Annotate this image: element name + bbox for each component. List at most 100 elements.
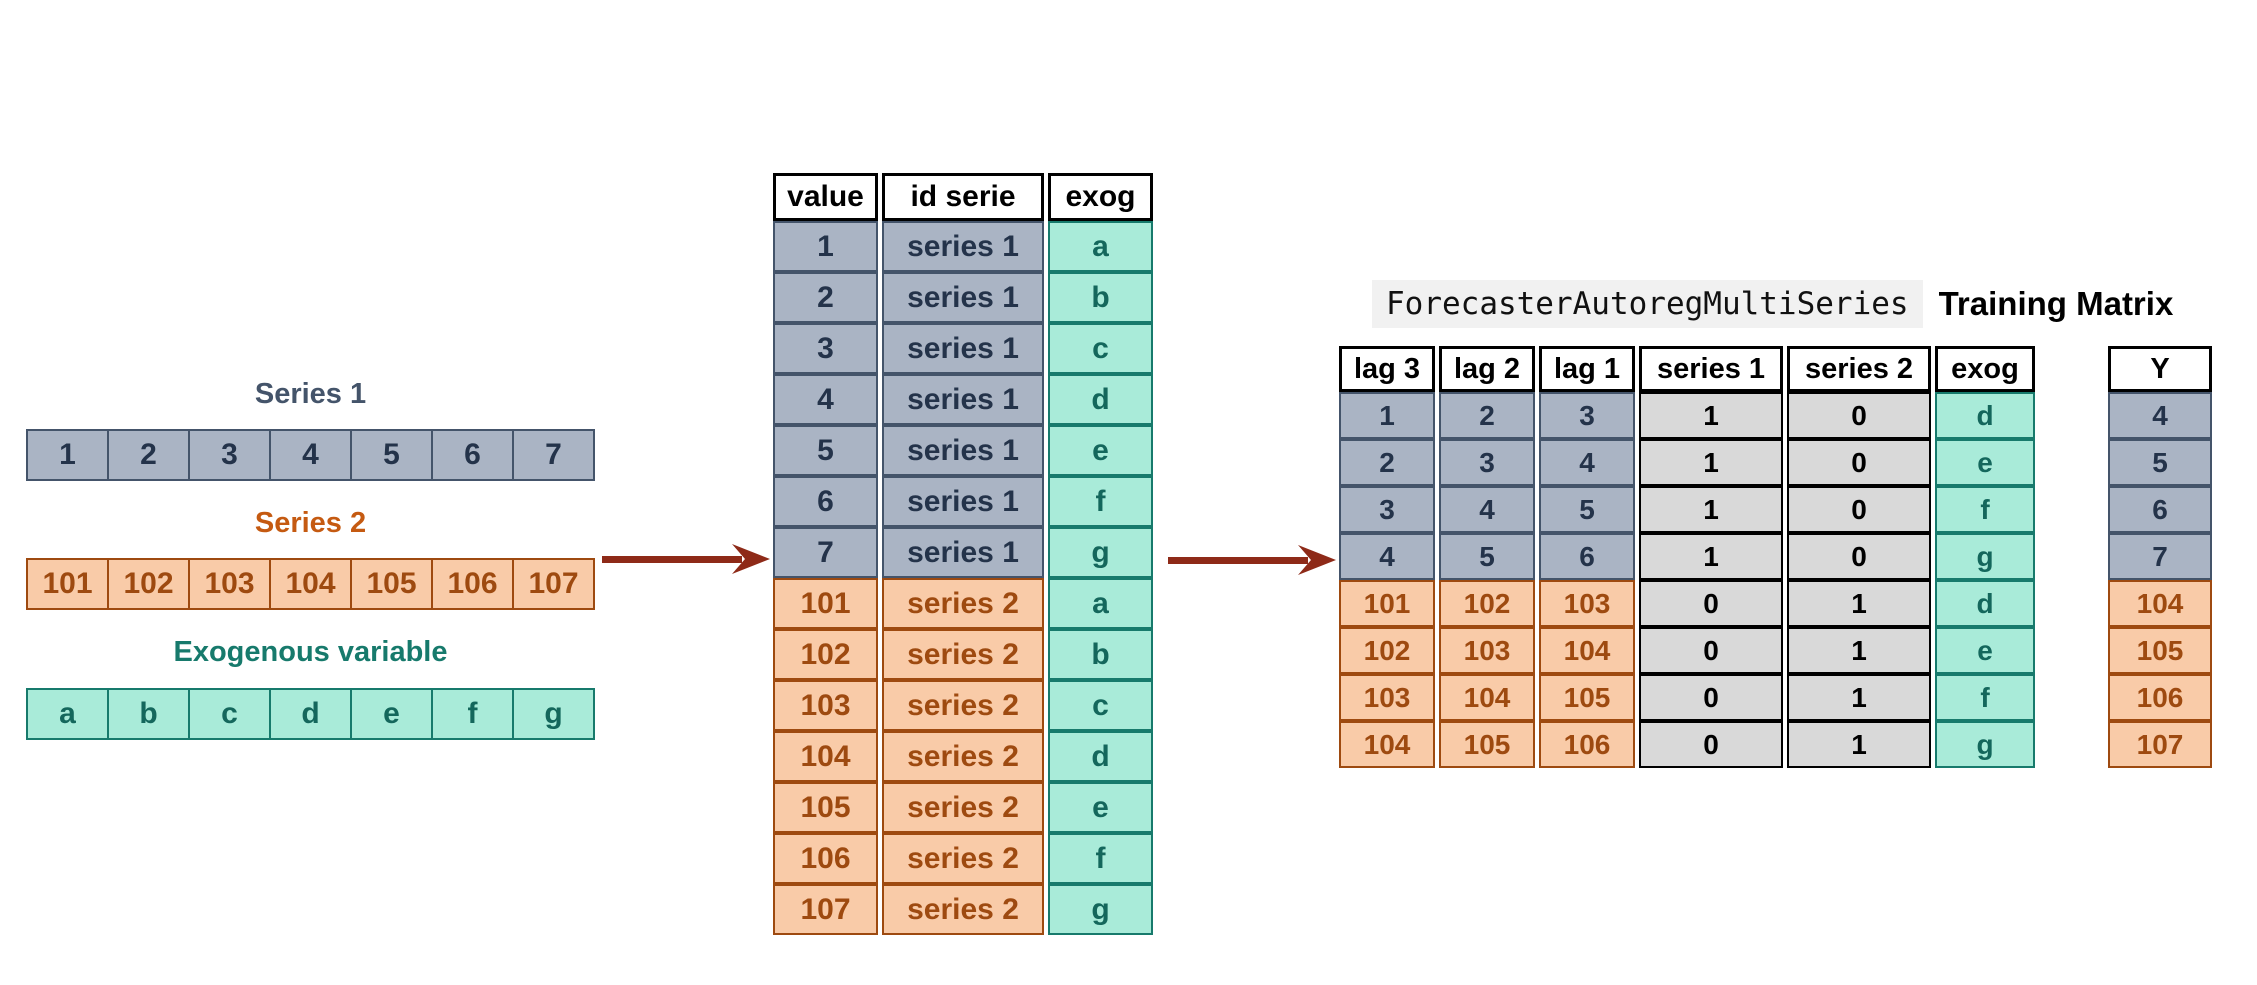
table-cell: series 2	[882, 680, 1044, 731]
table-cell: a	[1048, 221, 1153, 272]
column-header: lag 2	[1439, 346, 1535, 392]
column-header: exog	[1935, 346, 2035, 392]
table-cell: series 2	[882, 833, 1044, 884]
table-cell: 105	[1439, 721, 1535, 768]
table-cell: b	[1048, 629, 1153, 680]
forecaster-class-name: ForecasterAutoregMultiSeries	[1372, 280, 1923, 328]
table-cell: 107	[2108, 721, 2212, 768]
table-cell: 106	[1539, 721, 1635, 768]
table-cell: d	[1048, 731, 1153, 782]
strip-cell: c	[188, 688, 271, 740]
table-cell: 3	[773, 323, 878, 374]
table-cell: 1	[1639, 439, 1783, 486]
table-cell: 0	[1639, 721, 1783, 768]
table-cell: series 1	[882, 476, 1044, 527]
table-cell: 2	[1339, 439, 1435, 486]
table-cell: 104	[1439, 674, 1535, 721]
table-cell: 0	[1639, 580, 1783, 627]
column-header: series 2	[1787, 346, 1931, 392]
column-header: series 1	[1639, 346, 1783, 392]
table-cell: 4	[1339, 533, 1435, 580]
table-cell: 2	[773, 272, 878, 323]
table-cell: 4	[2108, 392, 2212, 439]
table-cell: 4	[773, 374, 878, 425]
table-cell: 1	[1787, 721, 1931, 768]
exogenous-label: Exogenous variable	[173, 636, 448, 668]
table-cell: 0	[1639, 627, 1783, 674]
table-cell: 1	[773, 221, 878, 272]
strip-cell: 4	[269, 429, 352, 481]
table-cell: 104	[773, 731, 878, 782]
strip-cell: a	[26, 688, 109, 740]
flow-arrow-icon	[602, 544, 770, 574]
table-cell: series 1	[882, 323, 1044, 374]
table-cell: 104	[2108, 580, 2212, 627]
strip-cell: 101	[26, 558, 109, 610]
table-cell: 103	[1339, 674, 1435, 721]
table-cell: f	[1935, 674, 2035, 721]
table-cell: series 2	[882, 629, 1044, 680]
table-cell: 0	[1787, 439, 1931, 486]
table-cell: 0	[1639, 674, 1783, 721]
table-cell: 1	[1639, 533, 1783, 580]
table-cell: 0	[1787, 392, 1931, 439]
table-cell: 102	[773, 629, 878, 680]
table-cell: 1	[1787, 674, 1931, 721]
table-cell: series 2	[882, 578, 1044, 629]
table-cell: e	[1048, 782, 1153, 833]
table-cell: b	[1048, 272, 1153, 323]
series2-label: Series 2	[254, 507, 367, 539]
table-cell: d	[1048, 374, 1153, 425]
table-cell: 5	[773, 425, 878, 476]
table-cell: 107	[773, 884, 878, 935]
strip-cell: 6	[431, 429, 514, 481]
column-header: id serie	[882, 173, 1044, 221]
table-cell: 102	[1439, 580, 1535, 627]
table-cell: 106	[773, 833, 878, 884]
column-header: lag 1	[1539, 346, 1635, 392]
column-header: lag 3	[1339, 346, 1435, 392]
table-cell: 3	[1439, 439, 1535, 486]
strip-cell: d	[269, 688, 352, 740]
column-header: value	[773, 173, 878, 221]
table-cell: f	[1048, 476, 1153, 527]
table-cell: e	[1935, 439, 2035, 486]
table-cell: c	[1048, 323, 1153, 374]
table-cell: 105	[1539, 674, 1635, 721]
table-cell: a	[1048, 578, 1153, 629]
strip-cell: g	[512, 688, 595, 740]
table-cell: 105	[2108, 627, 2212, 674]
table-cell: 1	[1787, 627, 1931, 674]
training-matrix-label: Training Matrix	[1938, 285, 2174, 322]
strip-cell: 102	[107, 558, 190, 610]
table-cell: 0	[1787, 533, 1931, 580]
table-cell: g	[1048, 527, 1153, 578]
table-cell: series 1	[882, 527, 1044, 578]
table-cell: series 2	[882, 884, 1044, 935]
table-cell: series 2	[882, 782, 1044, 833]
table-cell: 7	[2108, 533, 2212, 580]
strip-cell: 105	[350, 558, 433, 610]
table-cell: 106	[2108, 674, 2212, 721]
table-cell: 7	[773, 527, 878, 578]
table-cell: c	[1048, 680, 1153, 731]
strip-cell: b	[107, 688, 190, 740]
table-cell: d	[1935, 580, 2035, 627]
table-cell: g	[1935, 533, 2035, 580]
table-cell: g	[1048, 884, 1153, 935]
strip-cell: 107	[512, 558, 595, 610]
table-cell: 1	[1639, 486, 1783, 533]
